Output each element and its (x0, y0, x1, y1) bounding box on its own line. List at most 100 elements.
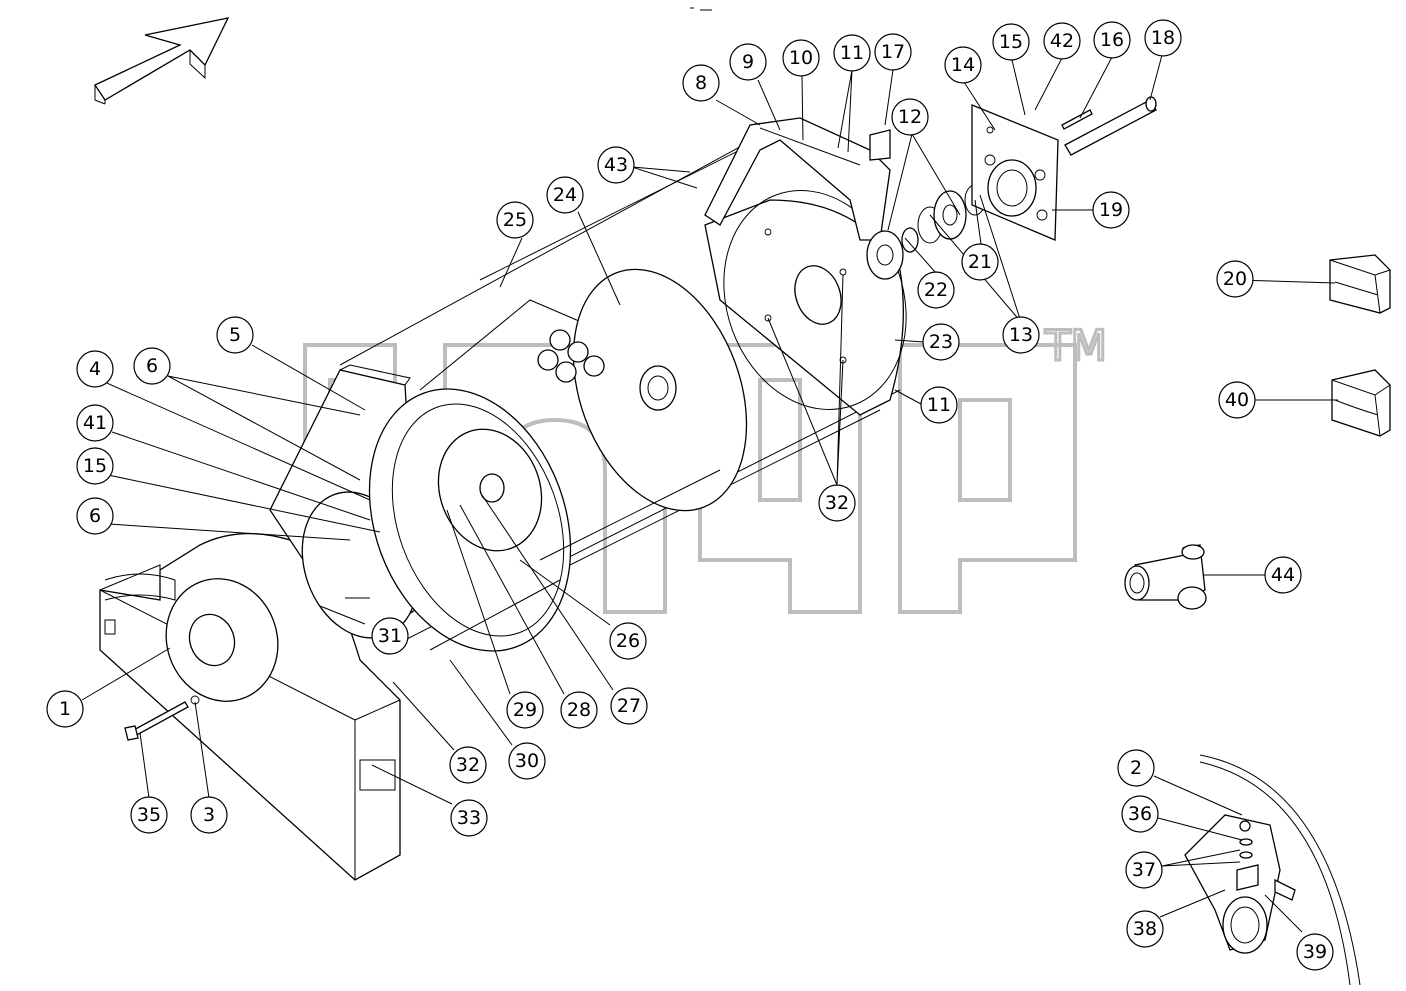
callout-24: 24 (546, 176, 584, 214)
corner-mark (690, 7, 712, 11)
callout-18: 18 (1144, 19, 1182, 57)
callout-label: 25 (503, 209, 527, 231)
callout-label: 41 (83, 412, 107, 434)
callout-label: 15 (83, 455, 107, 477)
callout-label: 15 (999, 31, 1023, 53)
callout-23: 23 (922, 323, 960, 361)
bolt (124, 701, 189, 741)
callout-label: 8 (695, 72, 707, 94)
callout-31: 31 (371, 617, 409, 655)
callout-label: 28 (567, 699, 591, 721)
callout-22: 22 (917, 271, 955, 309)
callout-26: 26 (609, 622, 647, 660)
callout-label: 44 (1271, 564, 1295, 586)
callout-label: 6 (89, 505, 101, 527)
belt-guard (704, 117, 891, 241)
callout-15: 15 (992, 23, 1030, 61)
callout-37: 37 (1125, 851, 1163, 889)
hose-bundle (537, 329, 605, 383)
callout-label: 26 (616, 630, 640, 652)
callout-label: 6 (146, 355, 158, 377)
callout-label: 43 (604, 154, 628, 176)
callout-label: 22 (924, 279, 948, 301)
callout-label: 29 (513, 699, 537, 721)
callout-16: 16 (1093, 21, 1131, 59)
callout-4: 4 (76, 350, 114, 388)
callout-25: 25 (496, 201, 534, 239)
callout-label: 39 (1303, 941, 1327, 963)
callout-1: 1 (46, 690, 84, 728)
callout-label: 16 (1100, 29, 1124, 51)
callout-label: 19 (1099, 199, 1123, 221)
callouts: 1 2 3 4 5 6 6 8 9 10 11 11 12 13 14 15 1… (46, 19, 1334, 971)
end-plate (704, 190, 907, 416)
leader-lines (81, 54, 1338, 933)
callout-32: 32 (818, 484, 856, 522)
callout-32: 32 (449, 746, 487, 784)
callout-label: 1 (59, 698, 71, 720)
callout-33: 33 (450, 799, 488, 837)
callout-43: 43 (597, 146, 635, 184)
callout-39: 39 (1296, 933, 1334, 971)
callout-5: 5 (216, 316, 254, 354)
callout-label: 14 (951, 54, 975, 76)
callout-label: 32 (825, 492, 849, 514)
callout-label: 36 (1128, 803, 1152, 825)
callout-14: 14 (944, 46, 982, 84)
callout-36: 36 (1121, 795, 1159, 833)
callout-11: 11 (833, 34, 871, 72)
callout-42: 42 (1043, 22, 1081, 60)
callout-21: 21 (961, 243, 999, 281)
callout-29: 29 (506, 691, 544, 729)
callout-label: 9 (742, 51, 754, 73)
impeller-front (368, 299, 601, 652)
callout-6: 6 (76, 497, 114, 535)
callout-40: 40 (1218, 381, 1256, 419)
callout-41: 41 (76, 404, 114, 442)
callout-17: 17 (874, 33, 912, 71)
callout-label: 30 (515, 750, 539, 772)
callout-label: 42 (1050, 30, 1074, 52)
block-40 (1331, 369, 1391, 437)
callout-label: 21 (968, 251, 992, 273)
callout-label: 27 (617, 695, 641, 717)
callout-label: 35 (137, 804, 161, 826)
callout-label: 38 (1133, 918, 1157, 940)
block-20 (1329, 254, 1391, 314)
callout-label: 4 (89, 358, 101, 380)
shaft (1061, 96, 1157, 156)
callout-label: 31 (378, 625, 402, 647)
callout-12: 12 (891, 98, 929, 136)
callout-label: 10 (789, 47, 813, 69)
callout-label: 17 (881, 41, 905, 63)
trademark-mark: TM (1044, 321, 1107, 370)
callout-19: 19 (1092, 191, 1130, 229)
volute-housing (99, 532, 401, 881)
callout-label: 11 (840, 42, 864, 64)
callout-label: 3 (203, 804, 215, 826)
callout-15: 15 (76, 447, 114, 485)
tee-fitting (1124, 544, 1207, 610)
callout-label: 20 (1223, 268, 1247, 290)
direction-arrow (94, 17, 230, 105)
callout-label: 5 (229, 324, 241, 346)
callout-27: 27 (610, 687, 648, 725)
callout-20: 20 (1216, 260, 1254, 298)
callout-label: 32 (456, 754, 480, 776)
flange-plate (971, 104, 1059, 241)
callout-10: 10 (782, 39, 820, 77)
bearing-assembly (866, 184, 986, 280)
callout-44: 44 (1264, 556, 1302, 594)
callout-label: 18 (1151, 27, 1175, 49)
callout-11: 11 (920, 386, 958, 424)
callout-30: 30 (508, 742, 546, 780)
callout-3: 3 (190, 796, 228, 834)
callout-2: 2 (1117, 749, 1155, 787)
callout-label: 2 (1130, 757, 1142, 779)
callout-35: 35 (130, 796, 168, 834)
callout-label: 11 (927, 394, 951, 416)
callout-13: 13 (1002, 316, 1040, 354)
callout-label: 37 (1132, 859, 1156, 881)
